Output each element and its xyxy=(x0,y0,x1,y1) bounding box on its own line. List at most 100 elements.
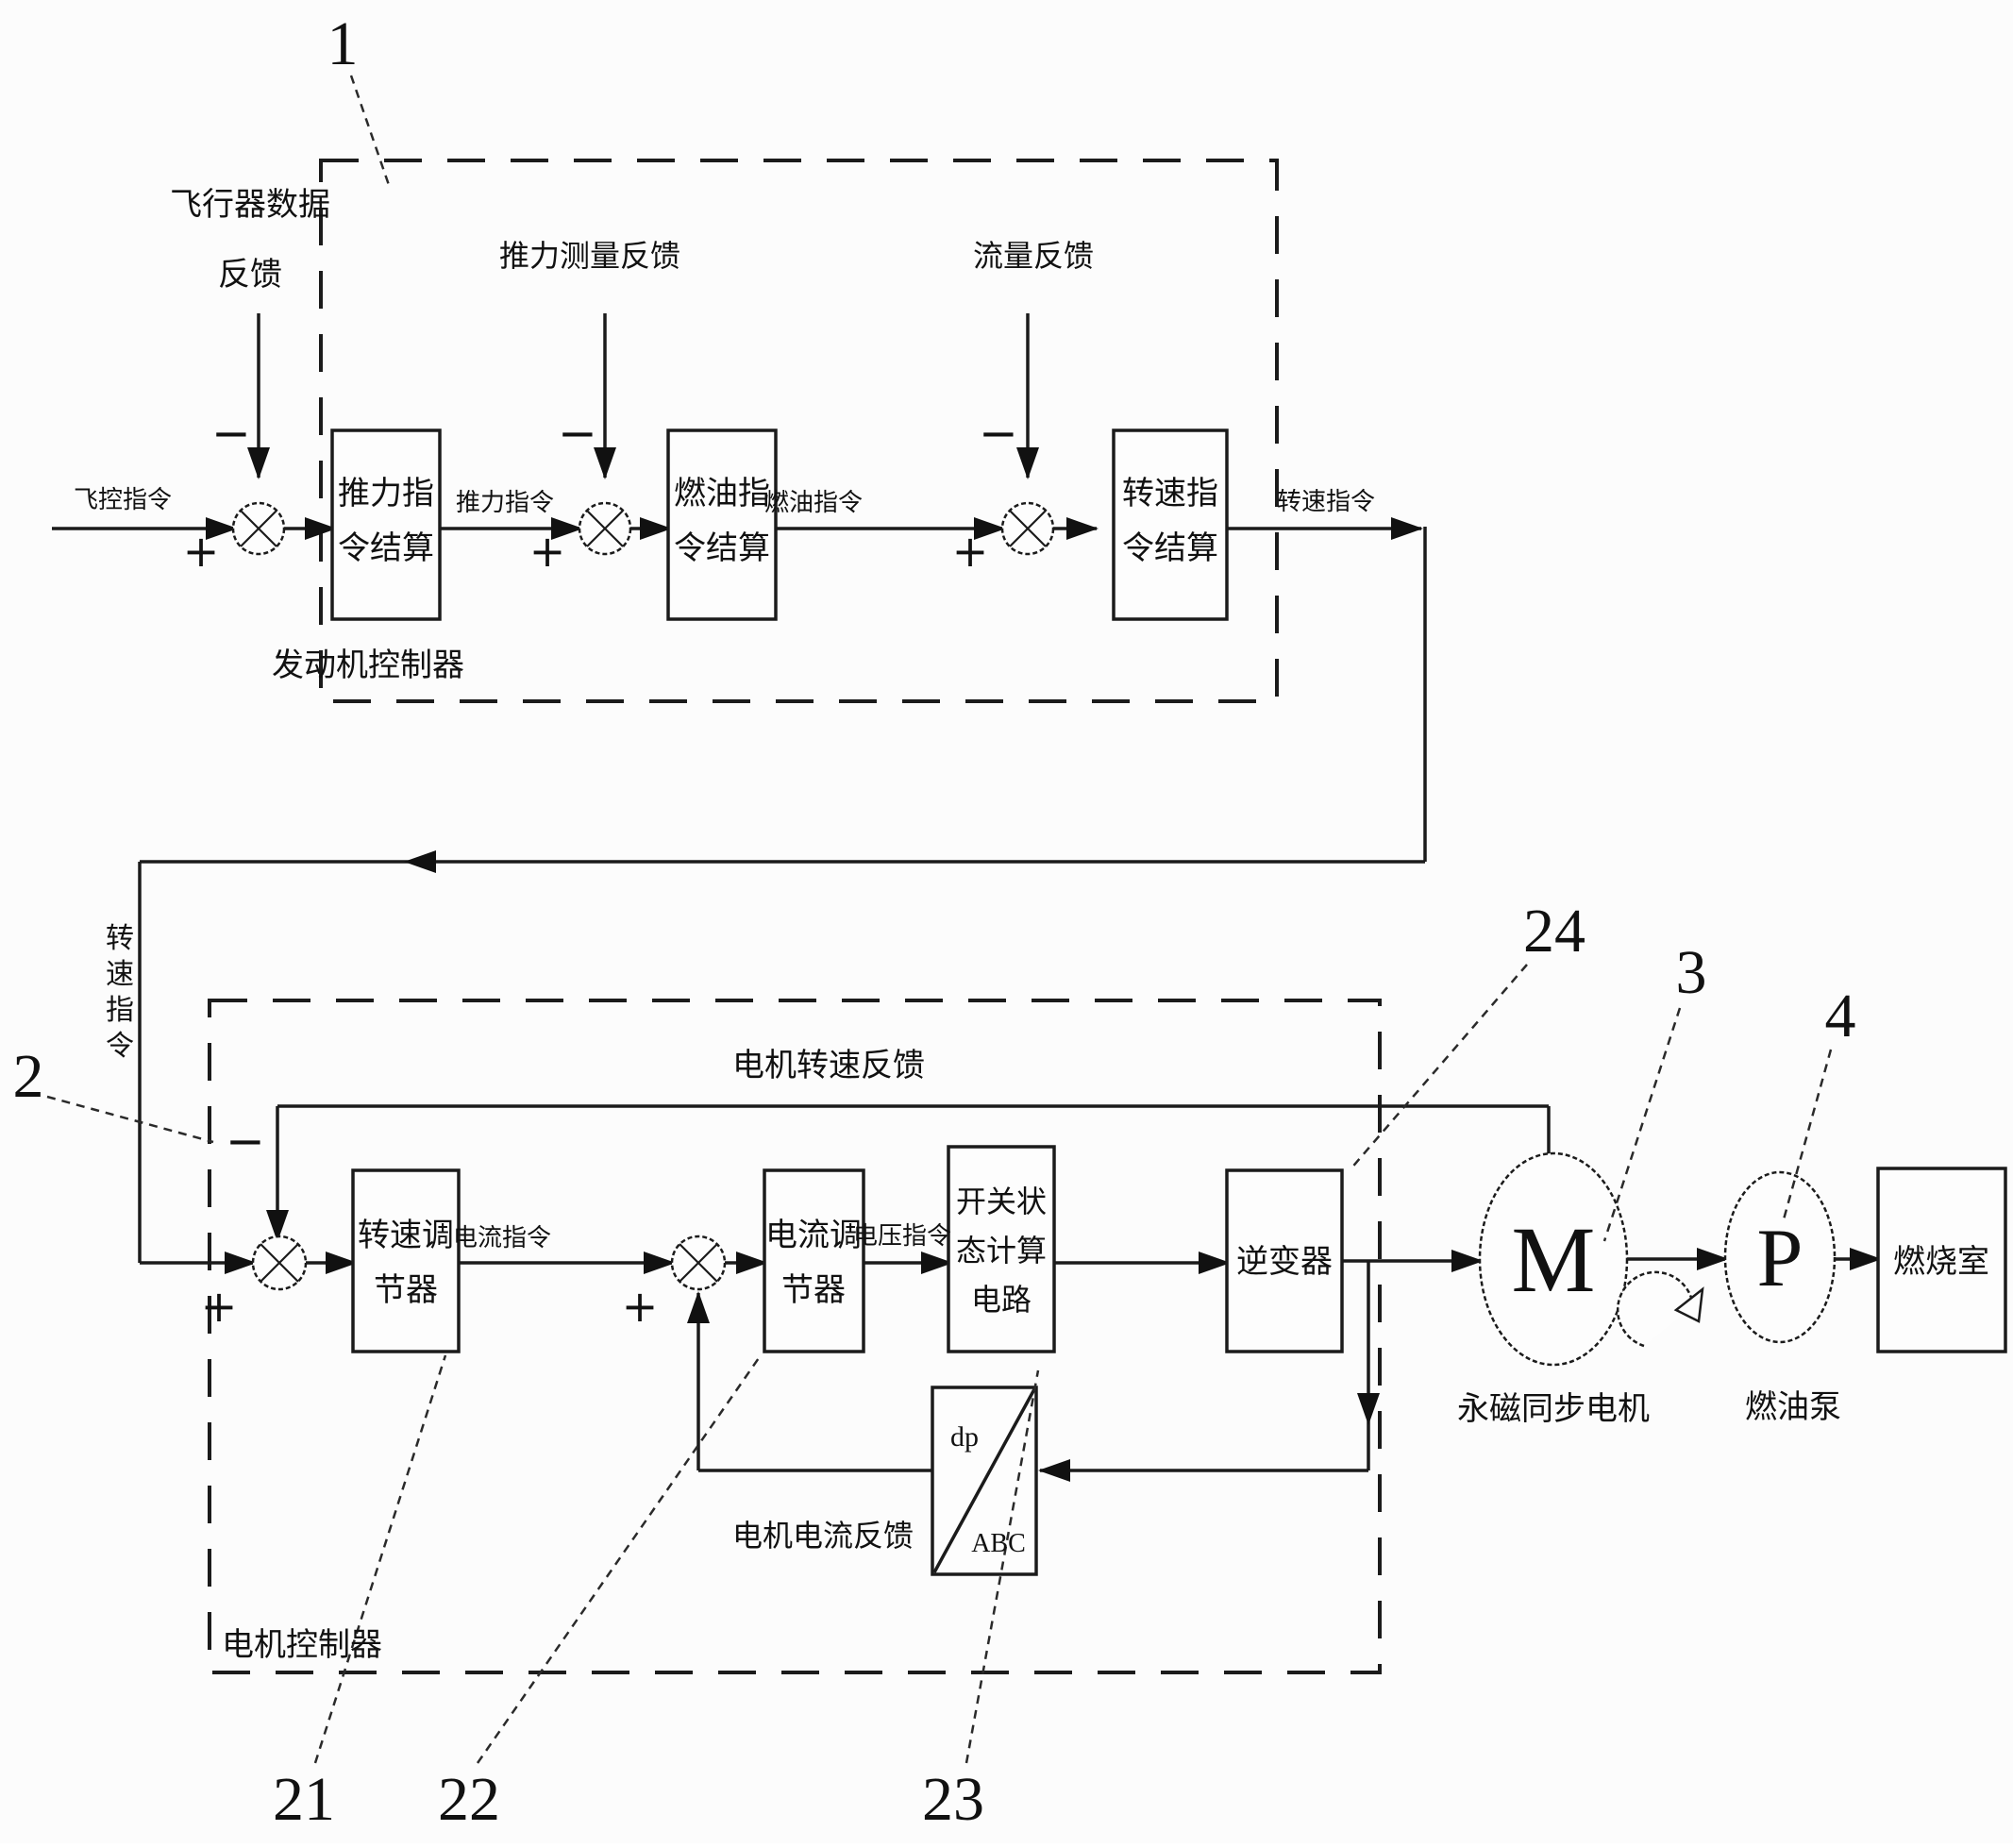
engine-controller-box xyxy=(319,159,1279,703)
arrowhead xyxy=(921,1252,953,1274)
arrowhead xyxy=(326,1252,358,1274)
label-flight-control-command: 飞控指令 xyxy=(74,486,172,514)
block-switch-state-label1: 开关状 xyxy=(956,1184,1047,1219)
leader-line-3 xyxy=(1602,1007,1682,1242)
callout-3: 3 xyxy=(1676,938,1707,1007)
arrowhead xyxy=(736,1252,768,1274)
arrowhead xyxy=(225,1252,257,1274)
arrowhead xyxy=(206,517,238,540)
arrowhead xyxy=(1391,517,1423,540)
leader-line-22 xyxy=(476,1354,763,1764)
minus-sign: − xyxy=(211,406,251,461)
block-inverter-label: 逆变器 xyxy=(1236,1243,1333,1281)
minus-sign: − xyxy=(558,406,597,461)
arrowhead xyxy=(1451,1250,1484,1272)
leader-line-1 xyxy=(349,75,391,186)
block-combustion-chamber xyxy=(1876,1167,2007,1353)
minus-sign: − xyxy=(979,406,1018,461)
motor-symbol xyxy=(1478,1151,1629,1367)
sum-junction-thrust xyxy=(578,501,632,556)
arrowhead xyxy=(594,447,616,479)
arrowhead xyxy=(247,447,270,479)
block-speed-command-label1: 转速指 xyxy=(1122,475,1218,512)
label-speed-cmd-vertical-3: 指 xyxy=(106,994,134,1027)
callout-2: 2 xyxy=(13,1042,44,1111)
motor-letter: M xyxy=(1512,1207,1596,1312)
label-motor-speed-feedback: 电机转速反馈 xyxy=(732,1047,925,1084)
arrowhead xyxy=(1066,517,1099,540)
block-thrust-command xyxy=(330,428,442,621)
label-dq-axis: dp xyxy=(950,1421,979,1453)
block-speed-command-label2: 令结算 xyxy=(1122,529,1218,567)
arrowhead xyxy=(305,517,337,540)
callout-23: 23 xyxy=(922,1765,984,1834)
plus-sign: + xyxy=(529,526,566,577)
plus-sign: + xyxy=(622,1281,659,1332)
block-fuel-command-label1: 燃油指 xyxy=(674,475,770,512)
arrowhead xyxy=(1016,447,1039,479)
block-fuel-command-label2: 令结算 xyxy=(674,529,770,567)
block-speed-command xyxy=(1112,428,1229,621)
block-switch-state-label3: 电路 xyxy=(971,1282,1032,1318)
leader-line-24 xyxy=(1349,964,1528,1171)
motor-controller-box xyxy=(208,999,1382,1674)
label-thrust-measure-feedback: 推力测量反馈 xyxy=(499,238,680,274)
label-thrust-command-signal: 推力指令 xyxy=(456,489,554,517)
arrowhead xyxy=(1199,1252,1231,1274)
plus-sign: + xyxy=(183,526,220,577)
block-inverter xyxy=(1225,1168,1344,1353)
sum-junction-flow xyxy=(1000,501,1055,556)
plus-sign: + xyxy=(201,1281,238,1332)
callout-22: 22 xyxy=(438,1765,500,1834)
pump-letter: P xyxy=(1757,1213,1803,1304)
label-voltage-command-signal: 电压指令 xyxy=(853,1222,951,1251)
label-pmsm: 永磁同步电机 xyxy=(1457,1390,1650,1428)
arrowhead xyxy=(1697,1248,1729,1270)
label-engine-controller: 发动机控制器 xyxy=(272,647,464,684)
block-fuel-command xyxy=(666,428,778,621)
block-thrust-command-label1: 推力指 xyxy=(338,475,434,512)
callout-4: 4 xyxy=(1825,982,1856,1050)
leader-line-23 xyxy=(965,1369,1040,1764)
sum-junction-flight xyxy=(231,501,286,556)
block-current-regulator xyxy=(763,1168,865,1353)
rotation-arrow-icon xyxy=(1616,1270,1704,1348)
arrowhead xyxy=(640,517,672,540)
pump-symbol xyxy=(1723,1170,1837,1344)
arrowhead-up xyxy=(687,1291,710,1323)
label-speed-command-signal: 转速指令 xyxy=(1277,488,1375,516)
plus-sign: + xyxy=(952,526,989,577)
label-current-command-signal: 电流指令 xyxy=(453,1224,551,1252)
arrowhead xyxy=(551,517,583,540)
arrowhead xyxy=(644,1252,676,1274)
label-fuel-command-signal: 燃油指令 xyxy=(764,489,863,517)
label-aircraft-data-feedback-line1: 飞行器数据 xyxy=(170,186,330,224)
leader-line-21 xyxy=(313,1354,447,1764)
arrowhead-left xyxy=(1038,1459,1070,1482)
label-flow-feedback: 流量反馈 xyxy=(973,238,1094,274)
block-current-regulator-label1: 电流调 xyxy=(765,1217,862,1254)
callout-24: 24 xyxy=(1523,897,1585,966)
callout-21: 21 xyxy=(273,1765,335,1834)
label-combustion-chamber: 燃烧室 xyxy=(1893,1243,1989,1281)
callout-1: 1 xyxy=(327,9,359,78)
label-motor-current-feedback: 电机电流反馈 xyxy=(732,1518,914,1554)
label-abc-axis: ABC xyxy=(971,1529,1026,1558)
block-speed-regulator-label1: 转速调 xyxy=(358,1217,454,1254)
block-speed-regulator xyxy=(351,1168,461,1353)
label-speed-cmd-vertical-4: 令 xyxy=(106,1030,134,1063)
sum-junction-current xyxy=(670,1235,727,1291)
label-speed-cmd-vertical-2: 速 xyxy=(106,958,134,991)
arrowhead-left xyxy=(404,850,436,873)
block-thrust-command-label2: 令结算 xyxy=(338,529,434,567)
minus-sign: − xyxy=(226,1114,265,1168)
label-speed-cmd-vertical-1: 转 xyxy=(106,922,134,955)
leader-line-2 xyxy=(46,1095,214,1144)
block-switch-state-label2: 态计算 xyxy=(956,1233,1047,1268)
label-motor-controller: 电机控制器 xyxy=(222,1626,382,1664)
arrowhead xyxy=(266,1210,289,1242)
block-speed-regulator-label2: 节器 xyxy=(374,1271,438,1309)
label-aircraft-data-feedback-line2: 反馈 xyxy=(218,256,282,294)
